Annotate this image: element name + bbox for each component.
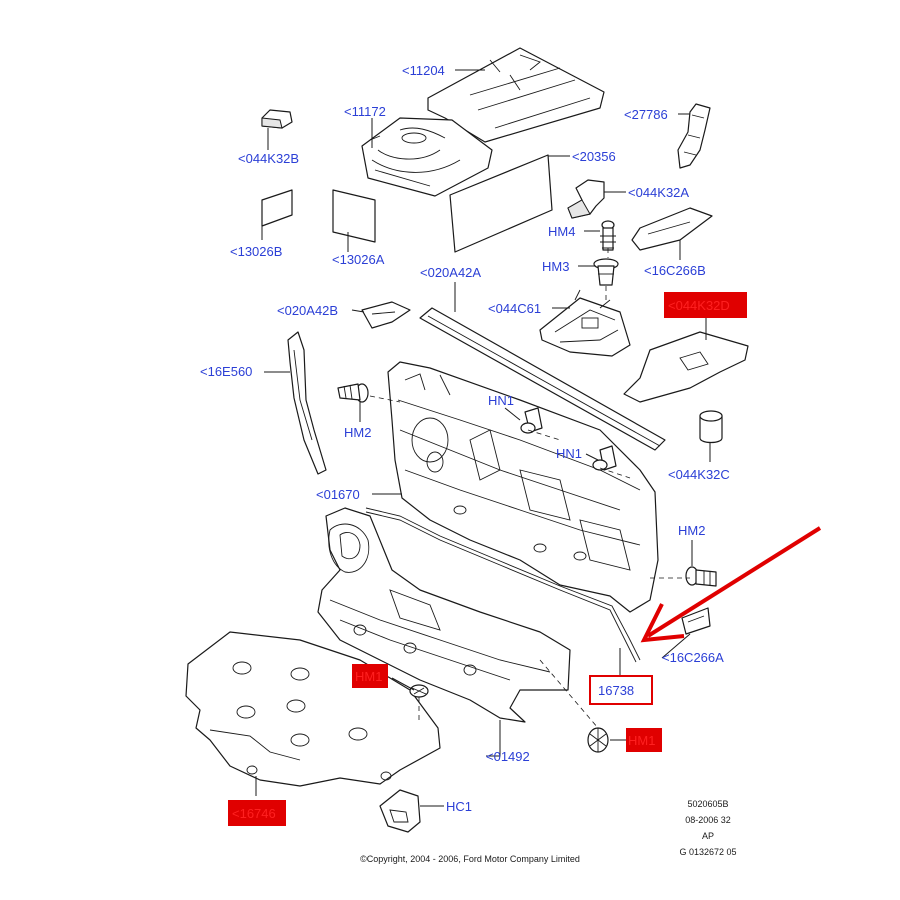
label-044c61[interactable]: <044C61 xyxy=(488,301,541,316)
part-hn1-mid xyxy=(592,445,617,471)
diagram-meta: 5020605B 08-2006 32 AP G 0132672 05 ©Cop… xyxy=(360,799,736,864)
label-16e560[interactable]: <16E560 xyxy=(200,364,252,379)
label-hm2-left[interactable]: HM2 xyxy=(344,425,371,440)
part-13026b xyxy=(261,189,293,227)
label-044k32b[interactable]: <044K32B xyxy=(238,151,299,166)
label-13026a[interactable]: <13026A xyxy=(332,252,385,267)
meta-code-4: G 0132672 05 xyxy=(679,847,736,857)
label-11172[interactable]: <11172 xyxy=(344,104,386,119)
part-hn1-top xyxy=(520,407,543,434)
part-hm2-left xyxy=(337,383,369,403)
leader-lines xyxy=(255,69,711,807)
label-16738[interactable]: 16738 xyxy=(598,683,634,698)
part-hm1-right xyxy=(587,727,609,753)
part-hm3 xyxy=(593,258,619,286)
part-labels: <11204 <11172 <27786 <044K32B <20356 <04… xyxy=(200,63,730,821)
label-16c266a[interactable]: <16C266A xyxy=(662,650,724,665)
label-020a42b[interactable]: <020A42B xyxy=(277,303,338,318)
part-044k32a xyxy=(567,179,605,219)
label-11204[interactable]: <11204 xyxy=(402,63,445,78)
label-hm1-left[interactable]: HM1 xyxy=(355,669,382,684)
part-01492 xyxy=(317,507,571,723)
highlight-hm1-right xyxy=(626,728,662,752)
label-044k32a[interactable]: <044K32A xyxy=(628,185,689,200)
label-hc1[interactable]: HC1 xyxy=(446,799,472,814)
label-16746[interactable]: <16746 xyxy=(232,806,276,821)
red-arrow xyxy=(640,526,822,643)
part-hm2-right xyxy=(685,566,717,587)
part-27786 xyxy=(677,103,711,169)
label-044k32c[interactable]: <044K32C xyxy=(668,467,730,482)
copyright-text: ©Copyright, 2004 - 2006, Ford Motor Comp… xyxy=(360,854,580,864)
label-01492[interactable]: <01492 xyxy=(486,749,530,764)
part-020a42a xyxy=(419,307,666,451)
label-hm2-right[interactable]: HM2 xyxy=(678,523,705,538)
meta-code-3: AP xyxy=(702,831,714,841)
part-16e560 xyxy=(287,331,327,475)
label-16c266b[interactable]: <16C266B xyxy=(644,263,706,278)
label-hn1-top[interactable]: HN1 xyxy=(488,393,514,408)
highlights xyxy=(228,292,747,826)
part-16c266a xyxy=(681,607,711,635)
part-044k32d xyxy=(623,331,749,403)
part-13026a xyxy=(332,189,376,243)
part-020a42b xyxy=(361,301,411,329)
label-hn1-mid[interactable]: HN1 xyxy=(556,446,582,461)
label-044k32d[interactable]: <044K32D xyxy=(668,298,730,313)
highlight-hm1-left xyxy=(352,664,388,688)
part-044k32b xyxy=(261,109,293,129)
part-hc1 xyxy=(379,789,421,833)
part-044c61 xyxy=(539,289,631,357)
label-01670[interactable]: <01670 xyxy=(316,487,360,502)
part-hm1-left xyxy=(409,684,429,698)
label-27786[interactable]: <27786 xyxy=(624,107,668,122)
part-11204 xyxy=(427,47,605,143)
assembly-lines xyxy=(369,248,690,729)
label-hm1-right[interactable]: HM1 xyxy=(628,733,655,748)
part-hm4 xyxy=(600,220,616,251)
highlight-044k32d xyxy=(664,292,747,318)
part-16738 xyxy=(365,507,641,663)
part-01670 xyxy=(387,361,659,613)
part-16c266b xyxy=(631,207,713,251)
part-20356 xyxy=(449,154,553,253)
meta-code-2: 08-2006 32 xyxy=(685,815,731,825)
highlight-16746 xyxy=(228,800,286,826)
meta-code-1: 5020605B xyxy=(687,799,728,809)
label-020a42a[interactable]: <020A42A xyxy=(420,265,481,280)
part-044k32c xyxy=(699,410,723,444)
label-13026b[interactable]: <13026B xyxy=(230,244,282,259)
highlight-16738-box xyxy=(589,675,653,705)
label-hm3[interactable]: HM3 xyxy=(542,259,569,274)
label-20356[interactable]: <20356 xyxy=(572,149,616,164)
label-hm4[interactable]: HM4 xyxy=(548,224,575,239)
